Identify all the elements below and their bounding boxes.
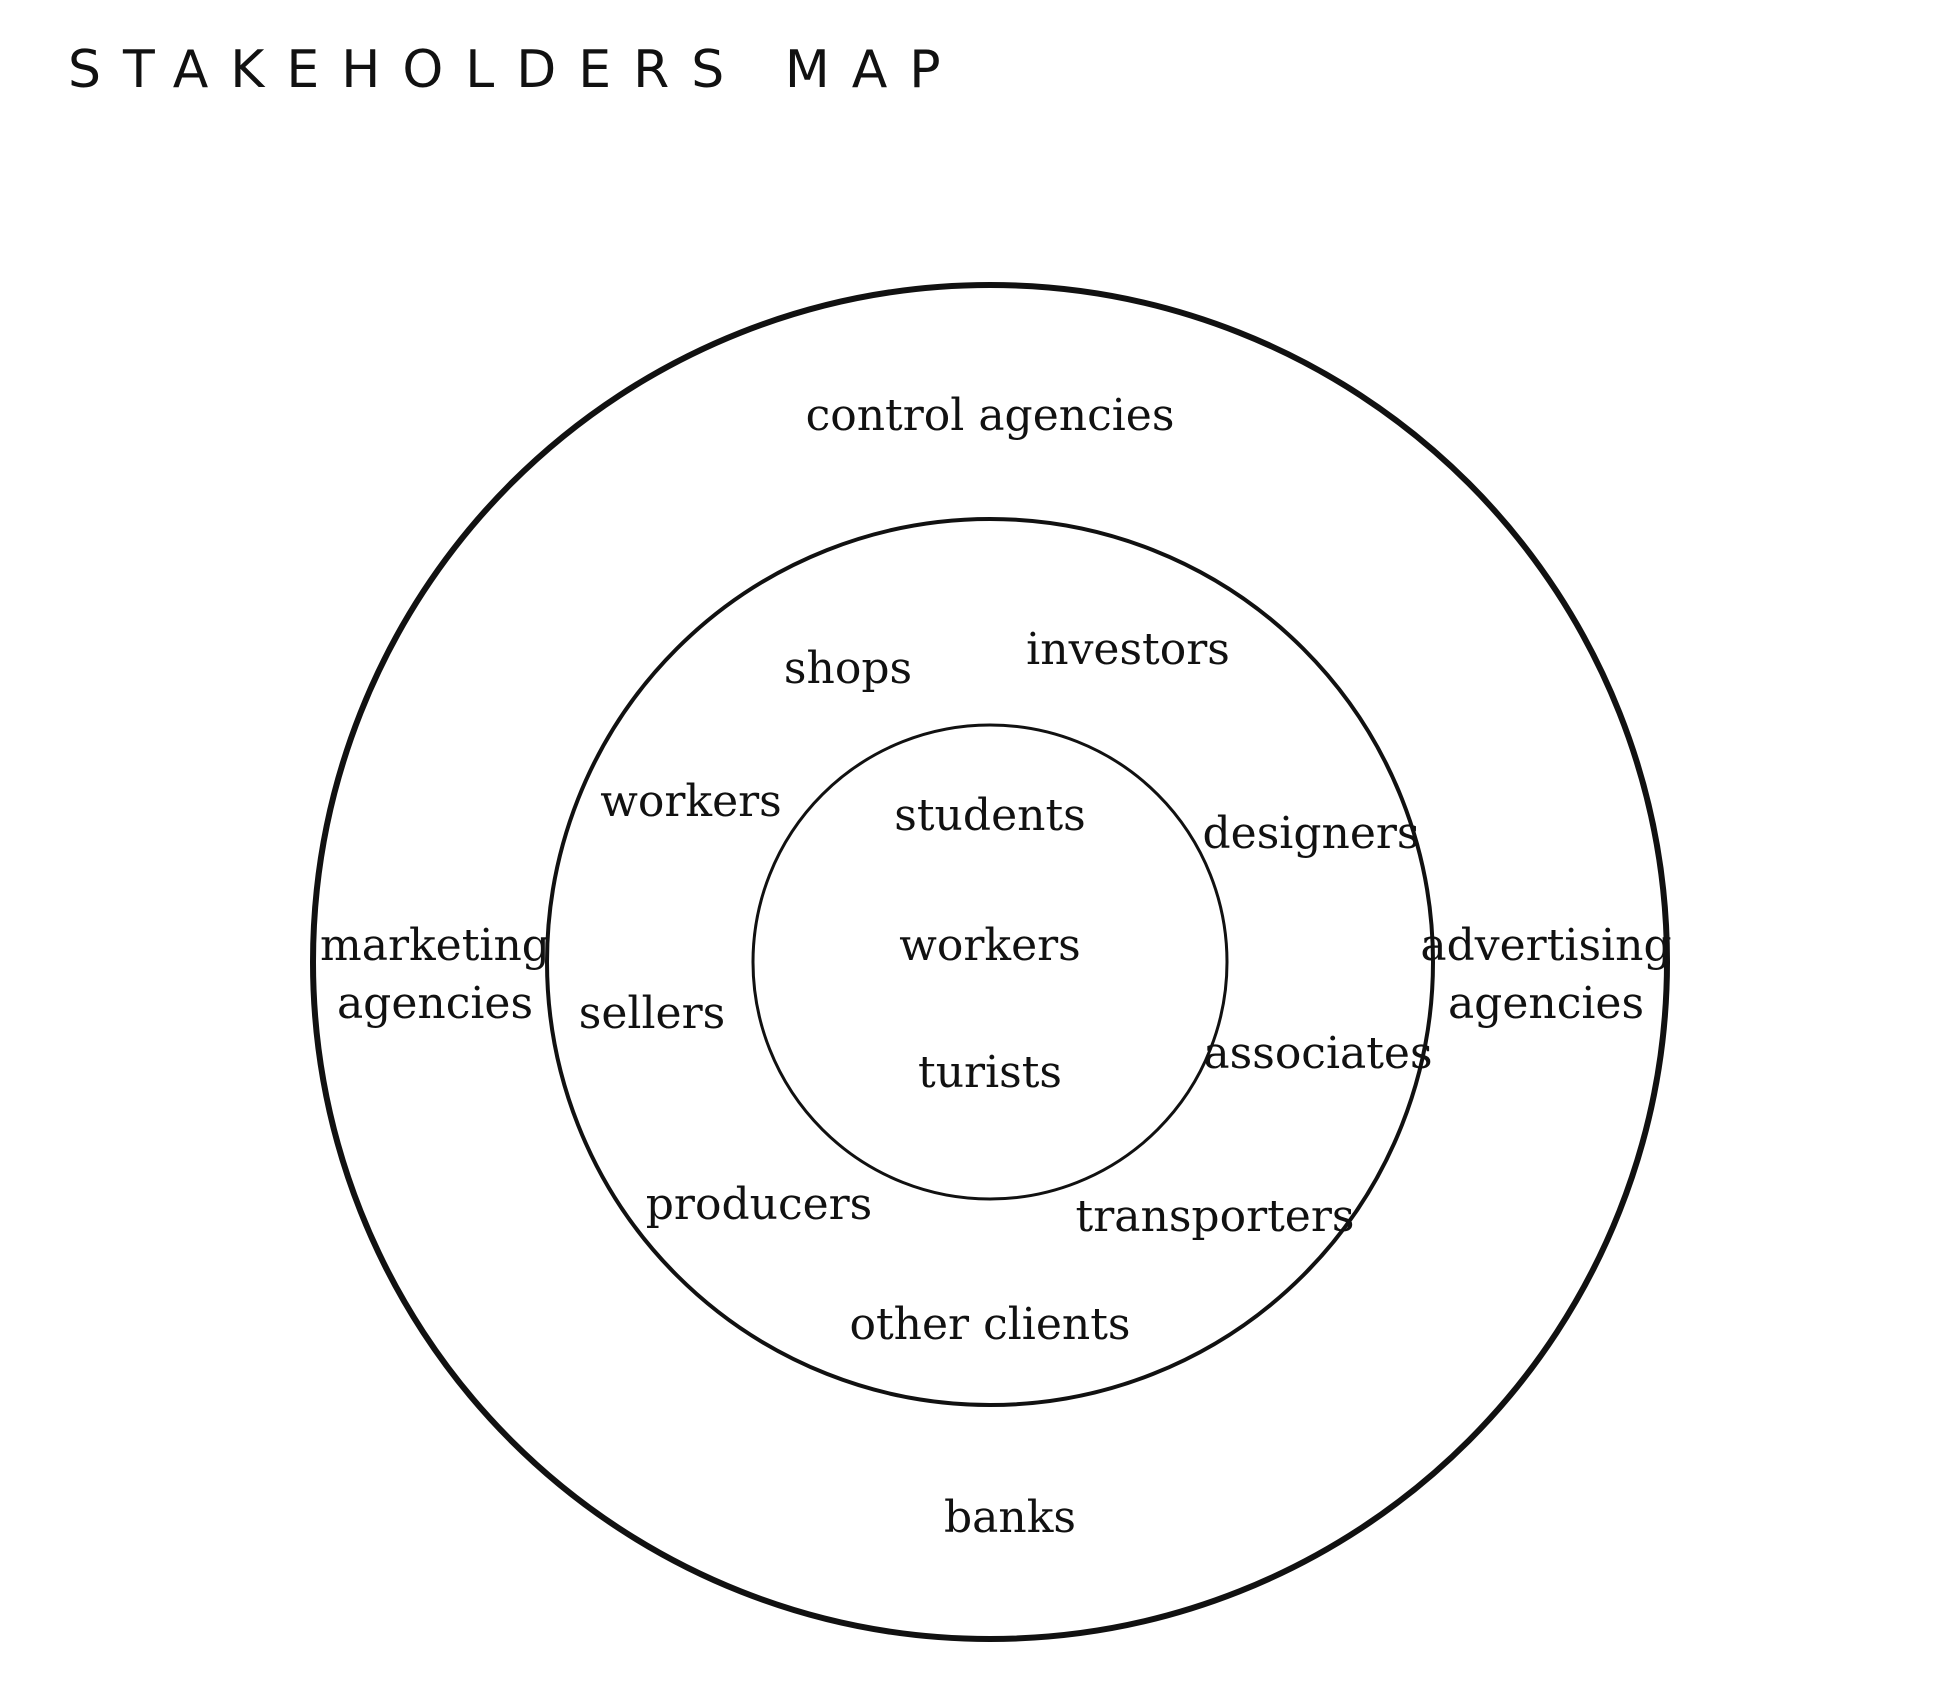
label-producers: producers	[646, 1179, 873, 1230]
page-title: STAKEHOLDERS MAP	[68, 40, 963, 100]
label-banks: banks	[944, 1492, 1076, 1543]
label-shops: shops	[784, 643, 912, 694]
outer-ring	[310, 282, 1670, 1642]
middle-ring	[545, 517, 1435, 1407]
label-students: students	[894, 790, 1085, 841]
label-marketing: marketing	[320, 920, 550, 971]
label-turists: turists	[918, 1047, 1062, 1098]
label-middle-workers: workers	[600, 776, 782, 827]
label-inner-workers: workers	[899, 920, 1081, 971]
label-advertising-agencies: agencies	[1448, 978, 1644, 1029]
label-control-agencies: control agencies	[806, 390, 1175, 441]
label-other-clients: other clients	[850, 1299, 1131, 1350]
label-associates: associates	[1203, 1028, 1432, 1079]
inner-ring	[751, 723, 1229, 1201]
label-transporters: transporters	[1076, 1191, 1355, 1242]
label-advertising: advertising	[1420, 920, 1671, 971]
label-marketing-agencies: agencies	[337, 978, 533, 1029]
label-sellers: sellers	[579, 988, 725, 1039]
label-investors: investors	[1026, 624, 1230, 675]
label-designers: designers	[1202, 808, 1419, 859]
